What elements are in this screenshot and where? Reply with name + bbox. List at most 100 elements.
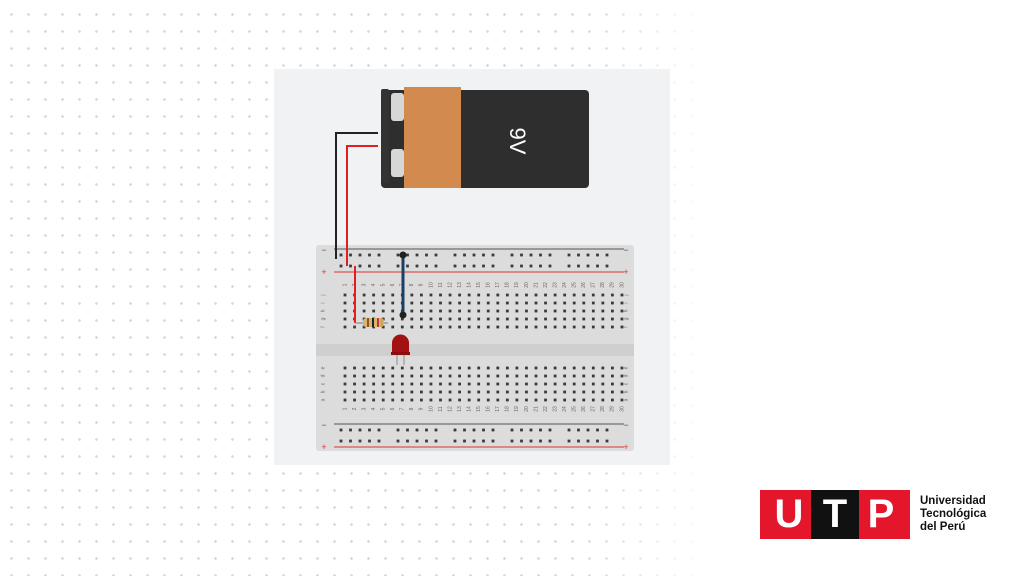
terminal-hole[interactable] (515, 301, 519, 305)
terminal-hole[interactable] (525, 382, 528, 386)
terminal-hole[interactable] (439, 293, 442, 297)
terminal-hole[interactable] (448, 398, 452, 402)
terminal-hole[interactable] (486, 366, 490, 370)
terminal-hole[interactable] (611, 374, 614, 378)
terminal-hole[interactable] (496, 374, 500, 378)
terminal-hole[interactable] (525, 398, 528, 402)
terminal-hole[interactable] (620, 374, 624, 378)
terminal-hole[interactable] (544, 374, 547, 378)
rail-hole[interactable] (368, 253, 371, 257)
rail-hole[interactable] (520, 264, 523, 268)
rail-hole[interactable] (339, 253, 343, 257)
terminal-hole[interactable] (381, 309, 385, 313)
rail-hole[interactable] (415, 428, 419, 432)
rail-hole[interactable] (529, 264, 533, 268)
terminal-hole[interactable] (458, 309, 461, 313)
terminal-hole[interactable] (572, 366, 576, 370)
terminal-hole[interactable] (391, 317, 395, 321)
rail-hole[interactable] (472, 439, 476, 443)
terminal-hole[interactable] (611, 390, 614, 394)
terminal-hole[interactable] (582, 325, 586, 329)
rail-hole[interactable] (510, 439, 514, 443)
terminal-hole[interactable] (439, 309, 442, 313)
terminal-hole[interactable] (601, 325, 605, 329)
terminal-hole[interactable] (391, 325, 395, 329)
terminal-hole[interactable] (620, 301, 624, 305)
rail-hole[interactable] (358, 439, 362, 443)
rail-hole[interactable] (368, 428, 371, 432)
terminal-hole[interactable] (477, 382, 481, 386)
terminal-hole[interactable] (611, 301, 614, 305)
terminal-hole[interactable] (534, 309, 538, 313)
rail-hole[interactable] (377, 439, 381, 443)
terminal-hole[interactable] (486, 325, 490, 329)
terminal-hole[interactable] (572, 382, 576, 386)
terminal-hole[interactable] (343, 390, 347, 394)
terminal-hole[interactable] (372, 382, 376, 386)
rail-hole[interactable] (520, 253, 523, 257)
terminal-hole[interactable] (505, 366, 509, 370)
terminal-hole[interactable] (362, 293, 366, 297)
terminal-hole[interactable] (544, 398, 547, 402)
terminal-hole[interactable] (515, 382, 519, 386)
terminal-hole[interactable] (381, 374, 385, 378)
terminal-hole[interactable] (372, 390, 376, 394)
terminal-hole[interactable] (544, 301, 547, 305)
terminal-hole[interactable] (362, 325, 366, 329)
rail-hole[interactable] (349, 253, 352, 257)
terminal-hole[interactable] (611, 398, 614, 402)
battery-9v[interactable]: 9V (381, 87, 589, 188)
terminal-hole[interactable] (601, 382, 605, 386)
terminal-hole[interactable] (448, 317, 452, 321)
terminal-hole[interactable] (439, 398, 442, 402)
terminal-hole[interactable] (534, 382, 538, 386)
terminal-hole[interactable] (525, 374, 528, 378)
rail-hole[interactable] (463, 428, 466, 432)
rail-hole[interactable] (482, 428, 485, 432)
terminal-hole[interactable] (458, 301, 461, 305)
terminal-hole[interactable] (505, 317, 509, 321)
terminal-hole[interactable] (372, 374, 376, 378)
terminal-hole[interactable] (486, 398, 490, 402)
rail-hole[interactable] (463, 264, 466, 268)
terminal-hole[interactable] (486, 382, 490, 386)
rail-hole[interactable] (339, 428, 343, 432)
terminal-hole[interactable] (353, 390, 356, 394)
terminal-hole[interactable] (496, 390, 500, 394)
terminal-hole[interactable] (582, 390, 586, 394)
terminal-hole[interactable] (477, 317, 481, 321)
terminal-hole[interactable] (601, 390, 605, 394)
terminal-hole[interactable] (582, 366, 586, 370)
terminal-hole[interactable] (515, 398, 519, 402)
rail-hole[interactable] (605, 253, 609, 257)
terminal-hole[interactable] (439, 382, 442, 386)
terminal-hole[interactable] (515, 366, 519, 370)
terminal-hole[interactable] (572, 390, 576, 394)
rail-hole[interactable] (586, 264, 590, 268)
terminal-hole[interactable] (439, 366, 442, 370)
terminal-hole[interactable] (477, 390, 481, 394)
terminal-hole[interactable] (381, 293, 385, 297)
rail-hole[interactable] (349, 439, 352, 443)
terminal-hole[interactable] (563, 374, 567, 378)
terminal-hole[interactable] (591, 309, 595, 313)
rail-hole[interactable] (396, 428, 400, 432)
terminal-hole[interactable] (553, 366, 557, 370)
terminal-hole[interactable] (486, 317, 490, 321)
terminal-hole[interactable] (553, 398, 557, 402)
terminal-hole[interactable] (591, 366, 595, 370)
terminal-hole[interactable] (563, 366, 567, 370)
terminal-hole[interactable] (458, 374, 461, 378)
terminal-hole[interactable] (534, 366, 538, 370)
terminal-hole[interactable] (381, 325, 385, 329)
rail-hole[interactable] (434, 264, 438, 268)
terminal-hole[interactable] (439, 374, 442, 378)
terminal-hole[interactable] (505, 325, 509, 329)
terminal-hole[interactable] (611, 293, 614, 297)
terminal-hole[interactable] (410, 293, 414, 297)
terminal-hole[interactable] (467, 390, 471, 394)
rail-hole[interactable] (415, 264, 419, 268)
terminal-hole[interactable] (601, 366, 605, 370)
rail-hole[interactable] (472, 253, 476, 257)
rail-hole[interactable] (577, 428, 580, 432)
